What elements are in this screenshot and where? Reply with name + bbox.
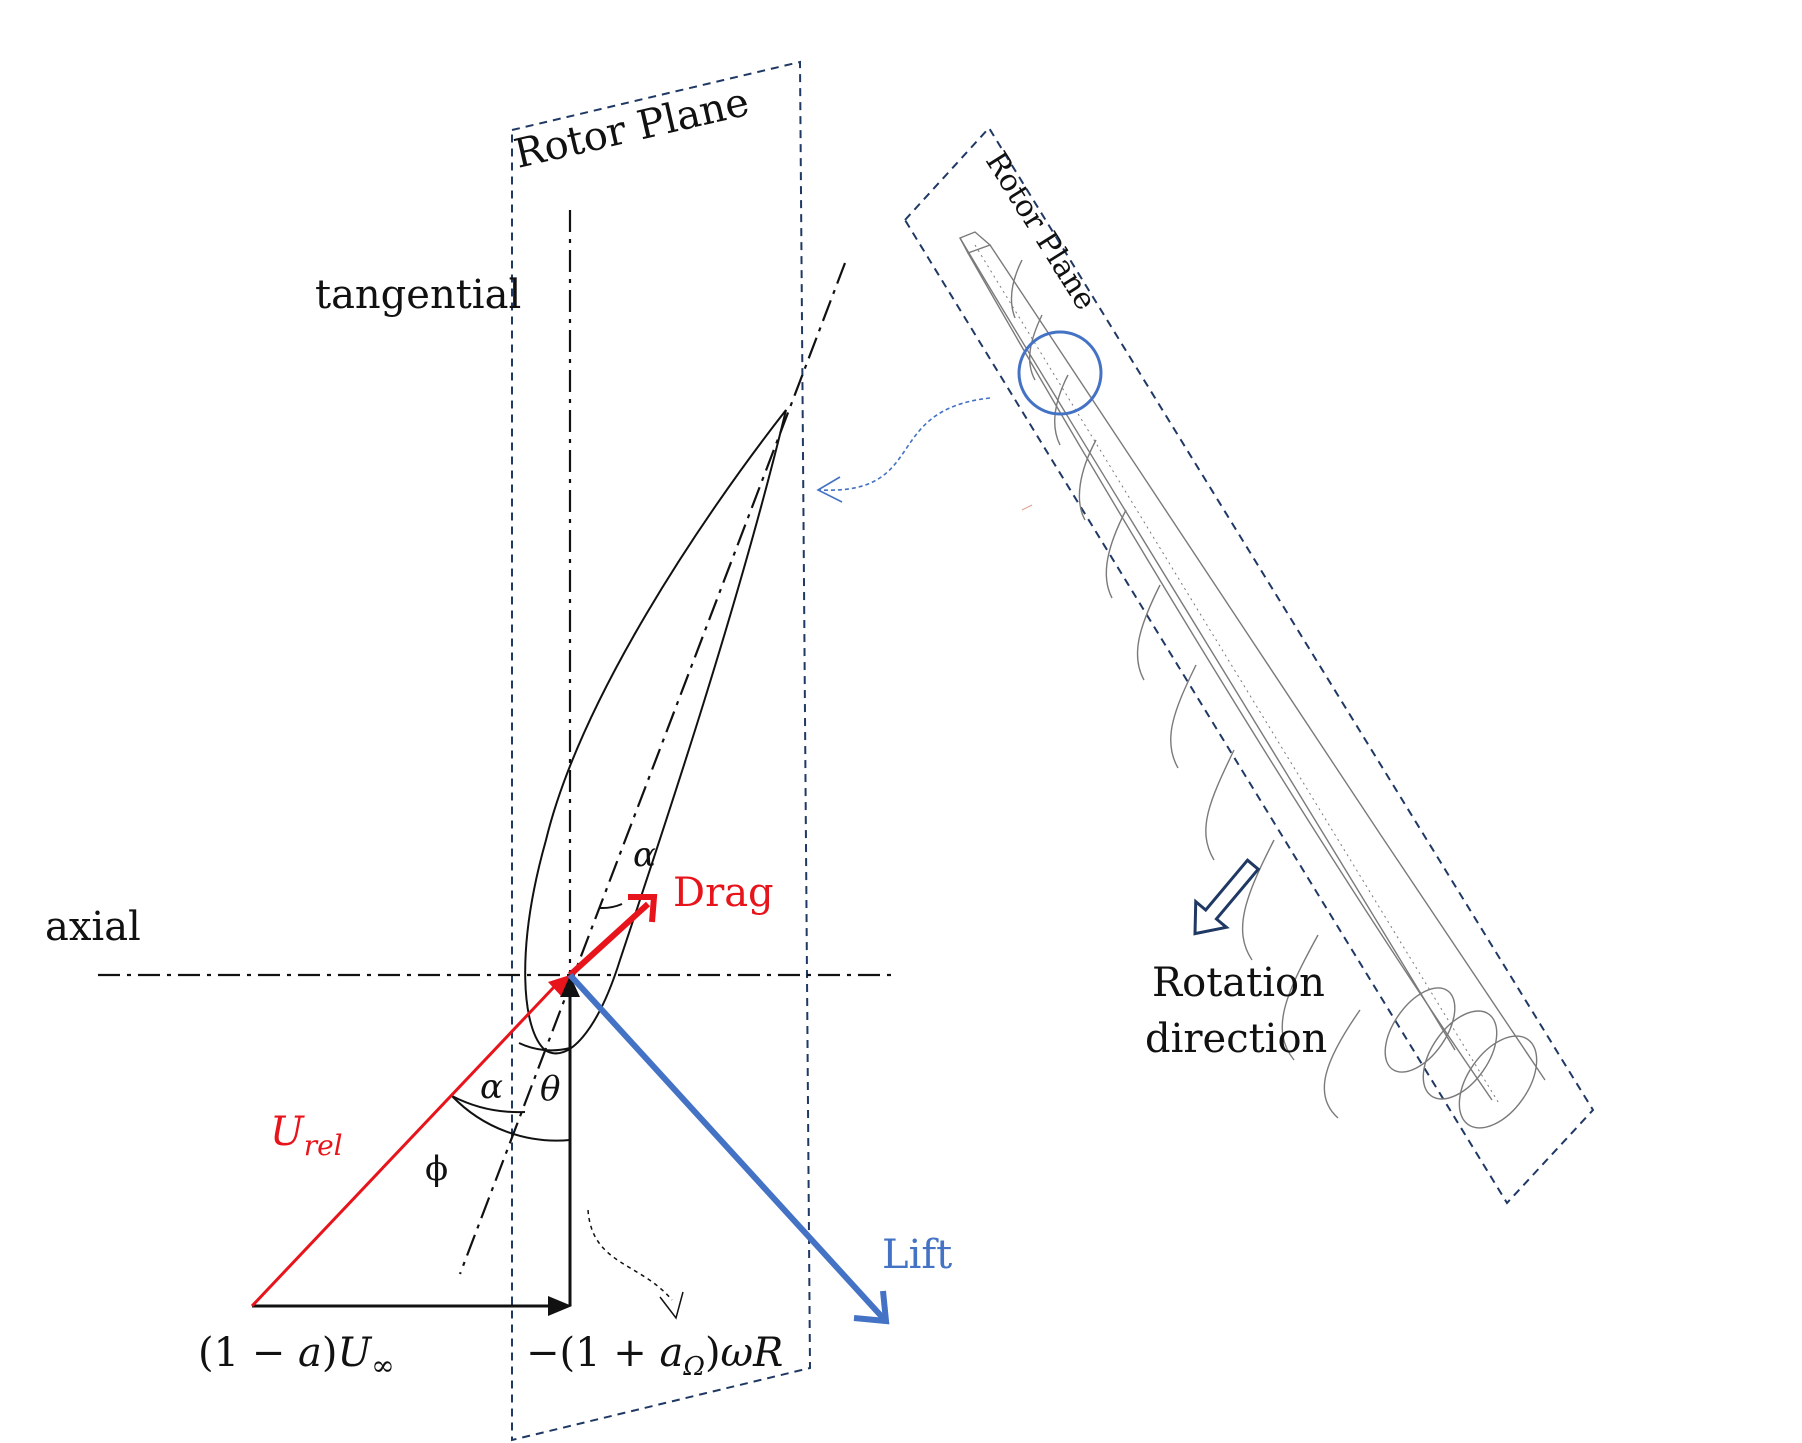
theta-arc xyxy=(518,1042,571,1052)
lift-arrowhead xyxy=(853,1290,890,1325)
section-pointer-arrowhead xyxy=(659,1291,684,1320)
alpha-arc-upper xyxy=(599,903,623,910)
axial-label: axial xyxy=(45,904,141,950)
blade-rotor-plane-label: Rotor Plane xyxy=(978,146,1103,317)
lift-arrow xyxy=(567,972,886,1321)
callout-arrow xyxy=(819,397,991,491)
highlight-circle xyxy=(1017,330,1103,416)
airfoil-section xyxy=(524,409,787,1055)
theta-label: θ xyxy=(540,1069,560,1109)
tangential-velocity-arrowhead xyxy=(560,975,580,997)
axial-velocity-arrowhead xyxy=(548,1296,572,1316)
lift-label: Lift xyxy=(882,1232,952,1278)
rotation-direction-label-line2: direction xyxy=(1145,1016,1327,1062)
rotor-plane-frame xyxy=(511,60,812,1442)
rotation-direction-label-line1: Rotation xyxy=(1152,960,1325,1006)
chord-line xyxy=(458,262,847,1275)
rotor-plane-label: Rotor Plane xyxy=(510,79,753,178)
u-rel-label: Urel xyxy=(270,1109,343,1162)
callout-arrowhead xyxy=(816,476,843,503)
rotation-direction-arrow xyxy=(1193,858,1261,936)
tangential-velocity-label: −(1 + aΩ)ωR xyxy=(526,1330,783,1382)
phi-label: ϕ xyxy=(425,1149,448,1189)
blade-rotor-plane-frame xyxy=(903,126,1595,1205)
alpha-label-lower: α xyxy=(480,1067,503,1107)
u-rel-arrowhead xyxy=(548,975,570,996)
phi-arc xyxy=(451,1095,571,1142)
u-rel-arrow xyxy=(250,985,556,1308)
tangential-label: tangential xyxy=(315,272,521,318)
drag-arrowhead xyxy=(628,894,658,923)
axial-velocity-label: (1 − a)U∞ xyxy=(198,1330,395,1382)
drag-arrow xyxy=(567,901,651,978)
stray-mark xyxy=(1021,504,1033,511)
alpha-label-upper: α xyxy=(633,835,656,875)
drag-label: Drag xyxy=(673,870,774,916)
section-pointer-arrow xyxy=(587,1209,673,1301)
alpha-arc-lower xyxy=(451,1095,526,1114)
